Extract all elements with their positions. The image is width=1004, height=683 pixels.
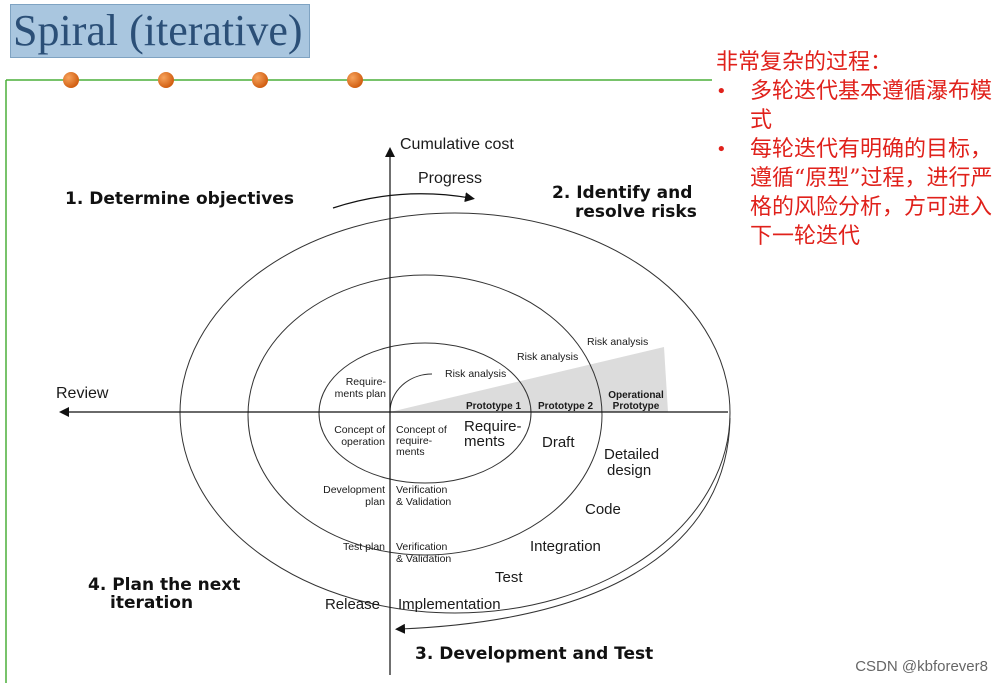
requirements-label: Require-: [464, 418, 522, 435]
progress-label: Progress: [418, 170, 482, 187]
side-note-bullet-text: 多轮迭代基本遵循瀑布模式: [750, 79, 993, 133]
bullet-dot: •: [716, 139, 727, 160]
draft-label: Draft: [542, 434, 575, 451]
verification-validation-label: & Validation: [396, 496, 451, 508]
prototype-1-label: Prototype 1: [466, 401, 521, 412]
quadrant-2-label-line1: 2. Identify and: [552, 183, 692, 203]
development-plan-label: plan: [365, 496, 385, 508]
quadrant-2-label-line2: resolve risks: [575, 202, 697, 222]
side-note-bullet: • 多轮迭代基本遵循瀑布模式: [716, 77, 996, 135]
spiral-ring-outer: [179, 212, 731, 614]
orange-dot: [158, 72, 174, 88]
requirements-label: ments: [464, 433, 505, 450]
test-label: Test: [495, 569, 523, 586]
orange-dot: [63, 72, 79, 88]
detailed-design-label: Detailed: [604, 446, 659, 463]
side-note-bullet: • 每轮迭代有明确的目标，遵循“原型”过程，进行严格的风险分析，方可进入下一轮迭…: [716, 135, 996, 251]
implementation-label: Implementation: [398, 596, 501, 613]
side-note: 非常复杂的过程： • 多轮迭代基本遵循瀑布模式 • 每轮迭代有明确的目标，遵循“…: [716, 48, 996, 251]
requirements-plan-label: ments plan: [335, 388, 387, 400]
prototype-wedge: [390, 347, 668, 412]
concept-of-operation-label: operation: [341, 436, 385, 448]
risk-analysis-label: Risk analysis: [445, 368, 506, 380]
concept-of-requirements-label: Concept of: [396, 424, 447, 436]
side-note-bullet-text: 每轮迭代有明确的目标，遵循“原型”过程，进行严格的风险分析，方可进入下一轮迭代: [750, 137, 993, 249]
development-plan-label: Development: [323, 484, 385, 496]
bullet-dot: •: [716, 81, 727, 102]
quadrant-3-label: 3. Development and Test: [415, 644, 653, 664]
quadrant-1-label: 1. Determine objectives: [65, 189, 294, 209]
operational-prototype-label: Operational: [608, 390, 664, 401]
risk-analysis-label: Risk analysis: [517, 351, 578, 363]
progress-arrow: [332, 192, 475, 209]
operational-prototype-label: Prototype: [613, 401, 660, 412]
verification-validation-label: & Validation: [396, 553, 451, 565]
detailed-design-label: design: [607, 462, 651, 479]
side-note-heading: 非常复杂的过程：: [716, 50, 893, 75]
watermark: CSDN @kbforever8: [855, 658, 988, 675]
prototype-2-label: Prototype 2: [538, 401, 593, 412]
spiral-ring-3: [318, 342, 532, 484]
concept-of-requirements-label: ments: [396, 446, 425, 458]
release-label: Release: [325, 596, 380, 613]
requirements-plan-label: Require-: [346, 376, 387, 388]
quadrant-4-label-line1: 4. Plan the next: [88, 575, 240, 595]
concept-of-operation-label: Concept of: [334, 424, 385, 436]
code-label: Code: [585, 501, 621, 518]
test-plan-label: Test plan: [343, 541, 385, 553]
slide-title: Spiral (iterative): [10, 4, 310, 58]
quadrant-4-label-line2: iteration: [110, 593, 193, 613]
concept-of-requirements-label: require-: [396, 435, 433, 447]
verification-validation-label: Verification: [396, 541, 448, 553]
orange-dot: [252, 72, 268, 88]
spiral-return-arrow: [395, 417, 731, 634]
verification-validation-label: Verification: [396, 484, 448, 496]
orange-dot: [347, 72, 363, 88]
risk-analysis-label: Risk analysis: [587, 336, 648, 348]
integration-label: Integration: [530, 538, 601, 555]
spiral-ring-2: [247, 274, 603, 556]
x-axis-label: Review: [56, 385, 109, 402]
y-axis-label: Cumulative cost: [400, 136, 514, 153]
spiral-core-arc: [389, 373, 433, 413]
